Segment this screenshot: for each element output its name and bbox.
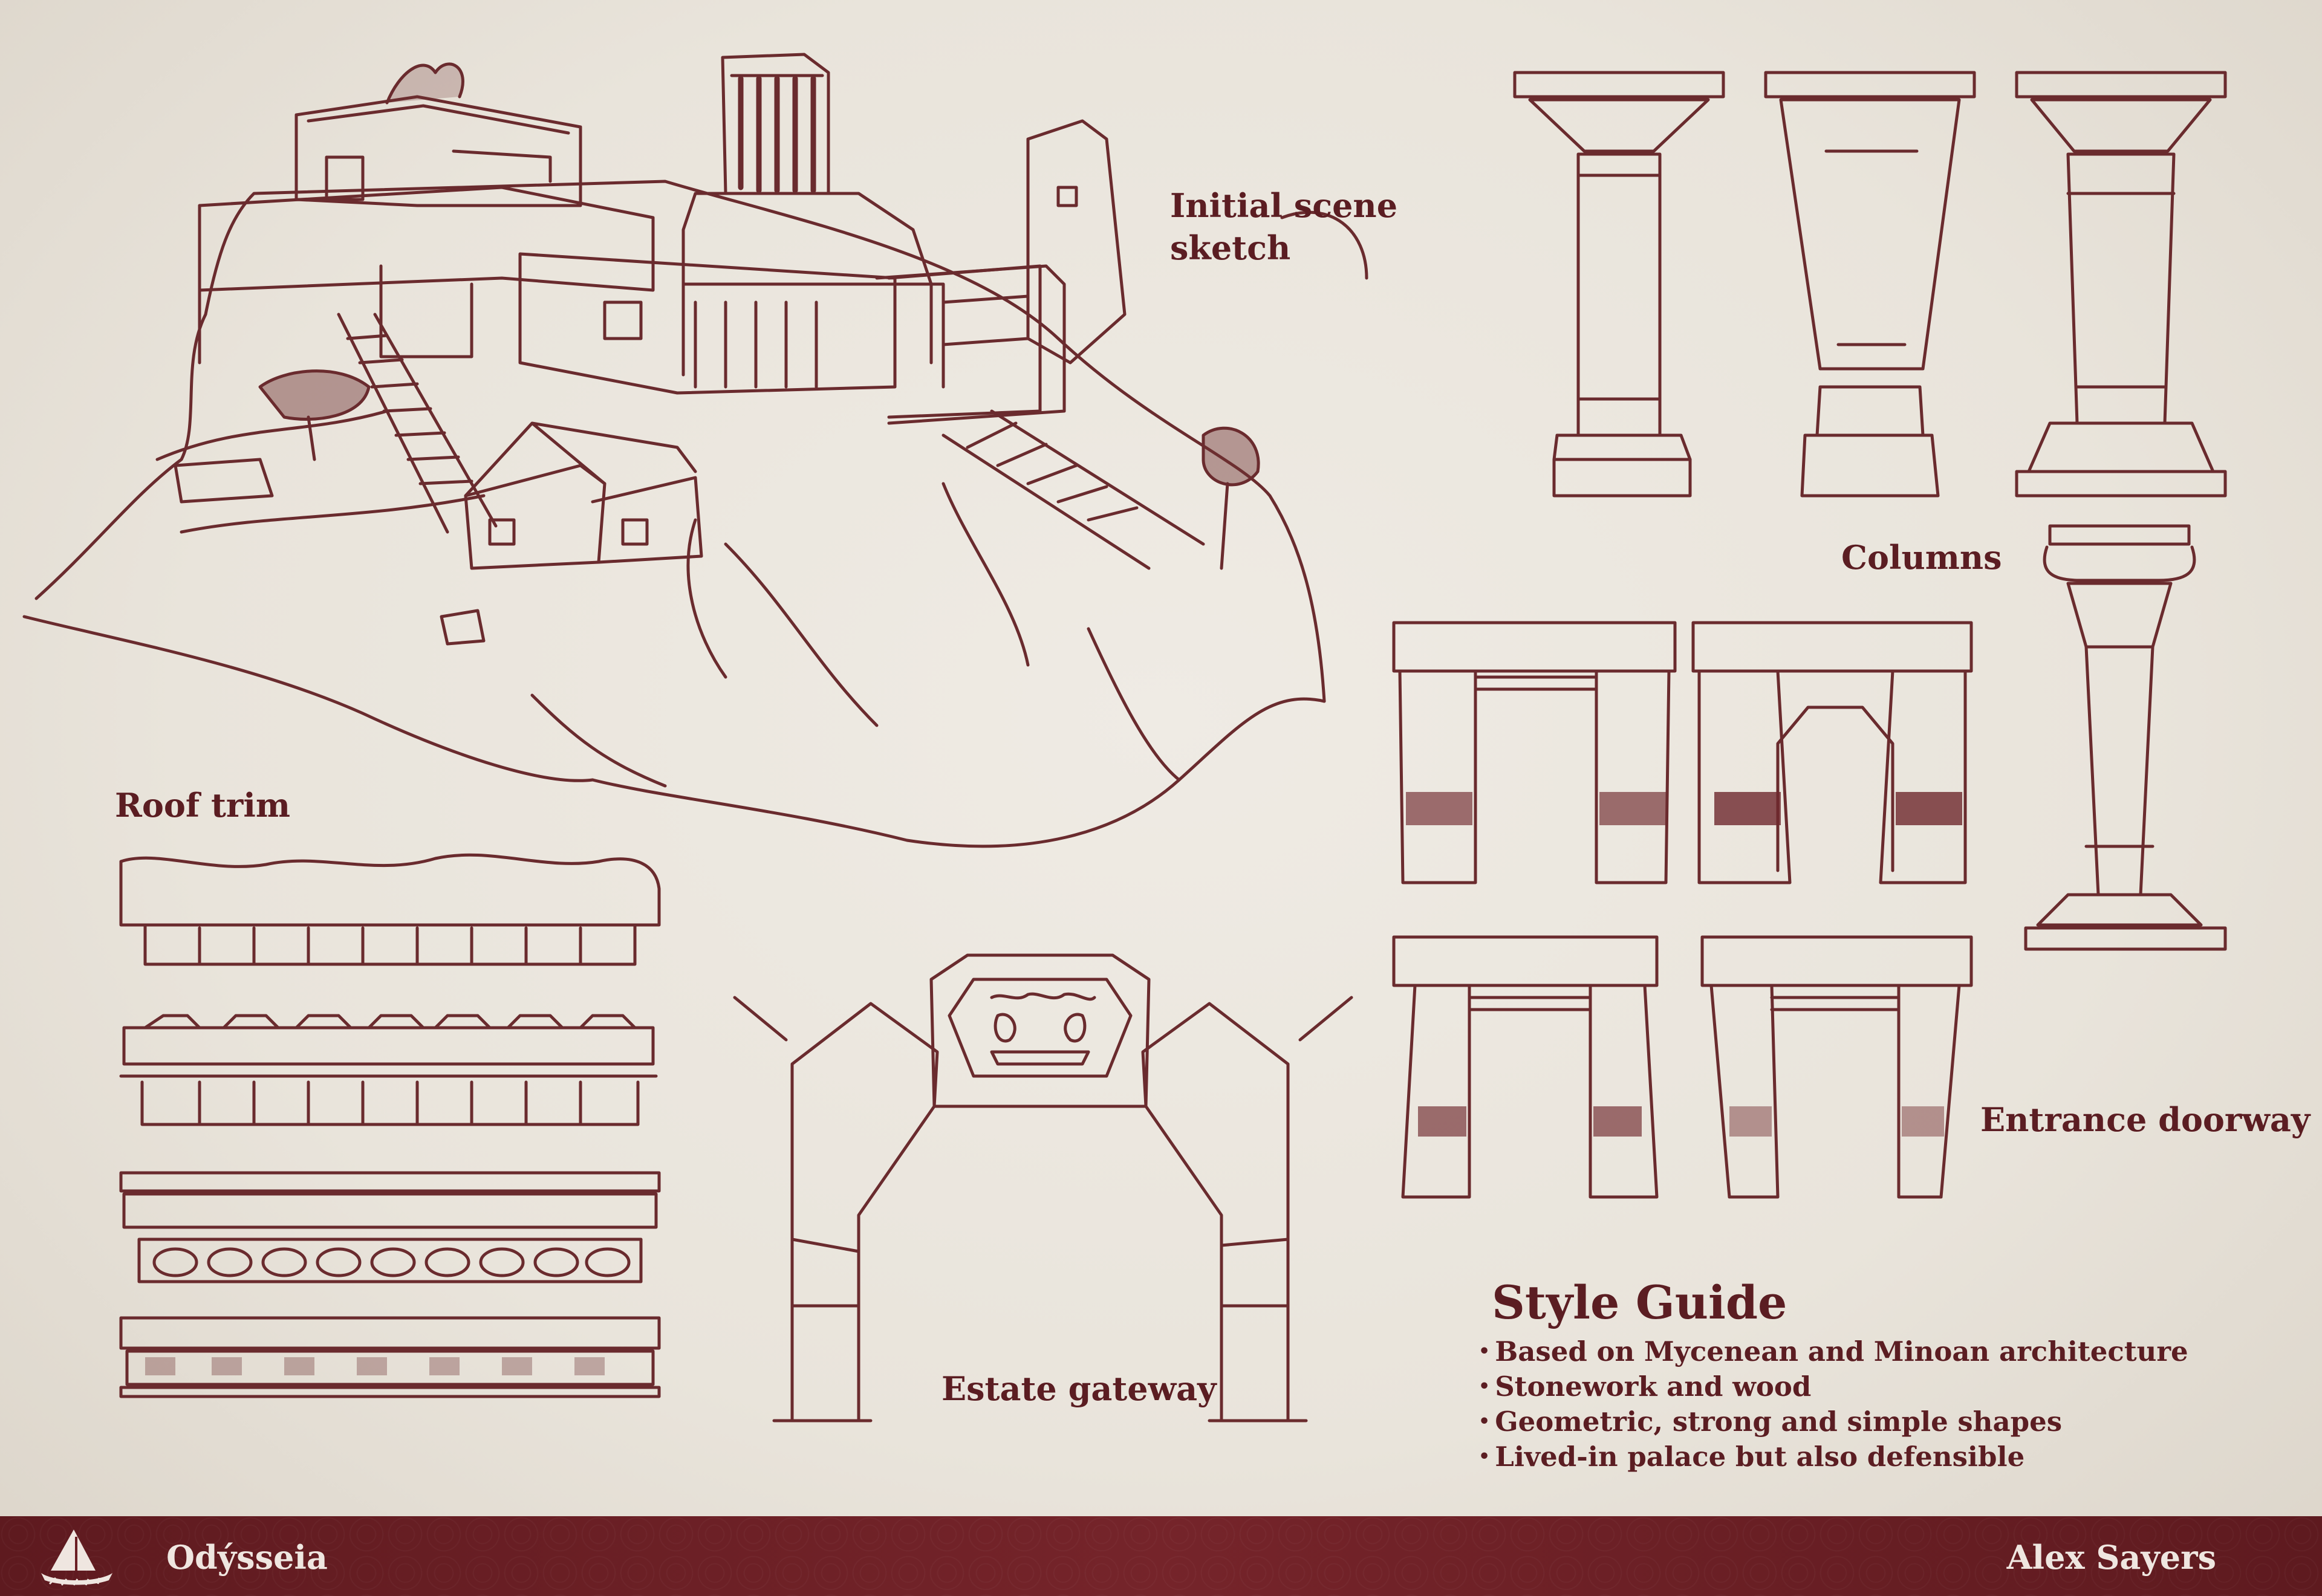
style-guide: Style Guide •Based on Mycenean and Minoa… [1478,1276,2188,1474]
bullet-icon: • [1478,1341,1491,1362]
style-guide-bullet: •Geometric, strong and simple shapes [1478,1404,2188,1439]
initial-scene-label: Initial scene sketch [1170,186,1398,267]
bullet-icon: • [1478,1376,1491,1397]
scene-sketch [22,53,1368,848]
column-sketches [1513,71,2227,951]
style-guide-bullet: •Lived-in palace but also defensible [1478,1439,2188,1474]
style-guide-list: •Based on Mycenean and Minoan architectu… [1478,1334,2188,1474]
bullet-text: Lived-in palace but also defensible [1495,1441,2025,1473]
ship-logo-icon [41,1529,112,1586]
doorway-sketches [1392,621,1973,1199]
estate-gateway-sketch [733,953,1353,1422]
roof-trim-sketches [119,853,661,1398]
estate-gateway-label: Estate gateway [941,1369,1217,1408]
style-guide-bullet: •Stonework and wood [1478,1369,2188,1404]
entrance-doorway-label: Entrance doorway [1980,1100,2311,1139]
style-guide-title: Style Guide [1492,1276,1787,1329]
bullet-text: Geometric, strong and simple shapes [1495,1406,2063,1438]
bullet-icon: • [1478,1411,1491,1432]
bullet-text: Stonework and wood [1495,1371,1812,1403]
bullet-icon: • [1478,1446,1491,1467]
style-guide-bullet: •Based on Mycenean and Minoan architectu… [1478,1334,2188,1369]
footer-project-title: Odýsseia [166,1538,328,1577]
bullet-text: Based on Mycenean and Minoan architectur… [1495,1335,2188,1367]
columns-label: Columns [1841,538,2002,577]
footer-author-name: Alex Sayers [2006,1538,2216,1577]
roof-trim-label: Roof trim [115,786,290,825]
footer-bar: Odýsseia Alex Sayers [0,1516,2322,1596]
